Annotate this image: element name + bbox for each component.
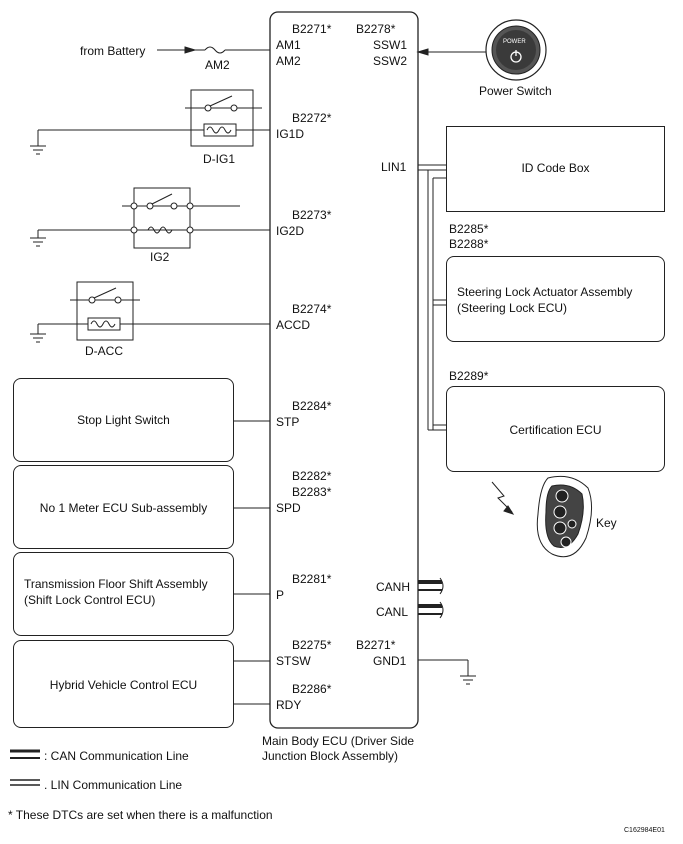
id-code-box-label: ID Code Box xyxy=(521,161,590,175)
power-switch-wire xyxy=(416,48,486,56)
relay-d-acc-label: D-ACC xyxy=(85,344,123,358)
power-switch-button xyxy=(485,19,547,81)
steering-lock-label-line1: Steering Lock Actuator Assembly xyxy=(457,285,633,299)
wireless-signal-icon xyxy=(491,481,515,515)
dtc-accd: B2274* xyxy=(292,302,332,316)
meter-ecu-label: No 1 Meter ECU Sub-assembly xyxy=(39,501,208,515)
pin-am2: AM2 xyxy=(276,54,301,68)
relay-d-ig1-label: D-IG1 xyxy=(203,152,236,166)
hybrid-ecu-label: Hybrid Vehicle Control ECU xyxy=(49,678,198,692)
legend-lin-swatch xyxy=(10,779,40,786)
dtc-rdy: B2286* xyxy=(292,682,332,696)
dtc-ig1d: B2272* xyxy=(292,111,332,125)
pin-ig2d: IG2D xyxy=(276,224,305,238)
pin-spd: SPD xyxy=(276,501,301,515)
id-code-box: ID Code Box xyxy=(446,126,665,212)
dtc-gnd1: B2271* xyxy=(356,638,396,652)
ecu-name-line1: Main Body ECU (Driver Side xyxy=(262,734,415,748)
fuse-label: AM2 xyxy=(205,58,230,72)
stop-light-switch-label: Stop Light Switch xyxy=(77,413,170,427)
relay-ig2 xyxy=(30,187,270,249)
pin-canl: CANL xyxy=(376,605,409,619)
pin-ssw2: SSW2 xyxy=(373,54,408,68)
dtc-ig2d: B2273* xyxy=(292,208,332,222)
relay-ig2-label: IG2 xyxy=(150,250,170,264)
dtc-p: B2281* xyxy=(292,572,332,586)
certification-ecu-label: Certification ECU xyxy=(509,423,602,437)
dtc-ssw: B2278* xyxy=(356,22,396,36)
pin-rdy: RDY xyxy=(276,698,302,712)
stop-light-switch-box: Stop Light Switch xyxy=(13,378,234,462)
dtc-steering-1: B2285* xyxy=(449,222,489,236)
lin-bus xyxy=(418,164,446,431)
pin-canh: CANH xyxy=(376,580,411,594)
pin-accd: ACCD xyxy=(276,318,311,332)
hybrid-ecu-box: Hybrid Vehicle Control ECU xyxy=(13,640,234,728)
pin-p: P xyxy=(276,588,285,602)
legend-note: * These DTCs are set when there is a mal… xyxy=(8,808,273,822)
dtc-spd-2: B2283* xyxy=(292,485,332,499)
power-button-text: POWER xyxy=(503,39,526,45)
shift-assembly-label-line1: Transmission Floor Shift Assembly xyxy=(24,577,208,591)
legend-can-swatch xyxy=(10,749,40,759)
can-bus xyxy=(418,577,444,619)
shift-assembly-box: Transmission Floor Shift Assembly (Shift… xyxy=(13,552,234,636)
pin-gnd1: GND1 xyxy=(373,654,407,668)
key-fob-icon xyxy=(536,475,592,558)
pin-ssw1: SSW1 xyxy=(373,38,408,52)
gnd1-ground xyxy=(418,659,476,685)
pin-lin1: LIN1 xyxy=(381,160,407,174)
steering-lock-box: Steering Lock Actuator Assembly (Steerin… xyxy=(446,256,665,342)
legend-can-text: : CAN Communication Line xyxy=(44,749,189,763)
certification-ecu-box: Certification ECU xyxy=(446,386,665,472)
dtc-steering-2: B2288* xyxy=(449,237,489,251)
steering-lock-label-line2: (Steering Lock ECU) xyxy=(457,301,568,315)
pin-stp: STP xyxy=(276,415,300,429)
left-component-wires xyxy=(233,420,270,705)
relay-d-acc xyxy=(30,281,270,343)
legend-lin-text: . LIN Communication Line xyxy=(44,778,183,792)
dtc-spd-1: B2282* xyxy=(292,469,332,483)
dtc-cert: B2289* xyxy=(449,369,489,383)
shift-assembly-label-line2: (Shift Lock Control ECU) xyxy=(24,593,156,607)
meter-ecu-box: No 1 Meter ECU Sub-assembly xyxy=(13,465,234,549)
ecu-name-line2: Junction Block Assembly) xyxy=(262,749,399,763)
pin-stsw: STSW xyxy=(276,654,311,668)
dtc-am: B2271* xyxy=(292,22,332,36)
battery-label: from Battery xyxy=(80,44,146,58)
pin-am1: AM1 xyxy=(276,38,301,52)
relay-d-ig1 xyxy=(30,89,270,155)
dtc-stsw: B2275* xyxy=(292,638,332,652)
battery-feed-wire xyxy=(157,46,270,54)
power-switch-label: Power Switch xyxy=(479,84,552,98)
key-label: Key xyxy=(596,516,617,530)
figure-id: C162984E01 xyxy=(624,827,665,834)
main-body-ecu-box xyxy=(269,11,419,729)
pin-ig1d: IG1D xyxy=(276,127,305,141)
dtc-stp: B2284* xyxy=(292,399,332,413)
